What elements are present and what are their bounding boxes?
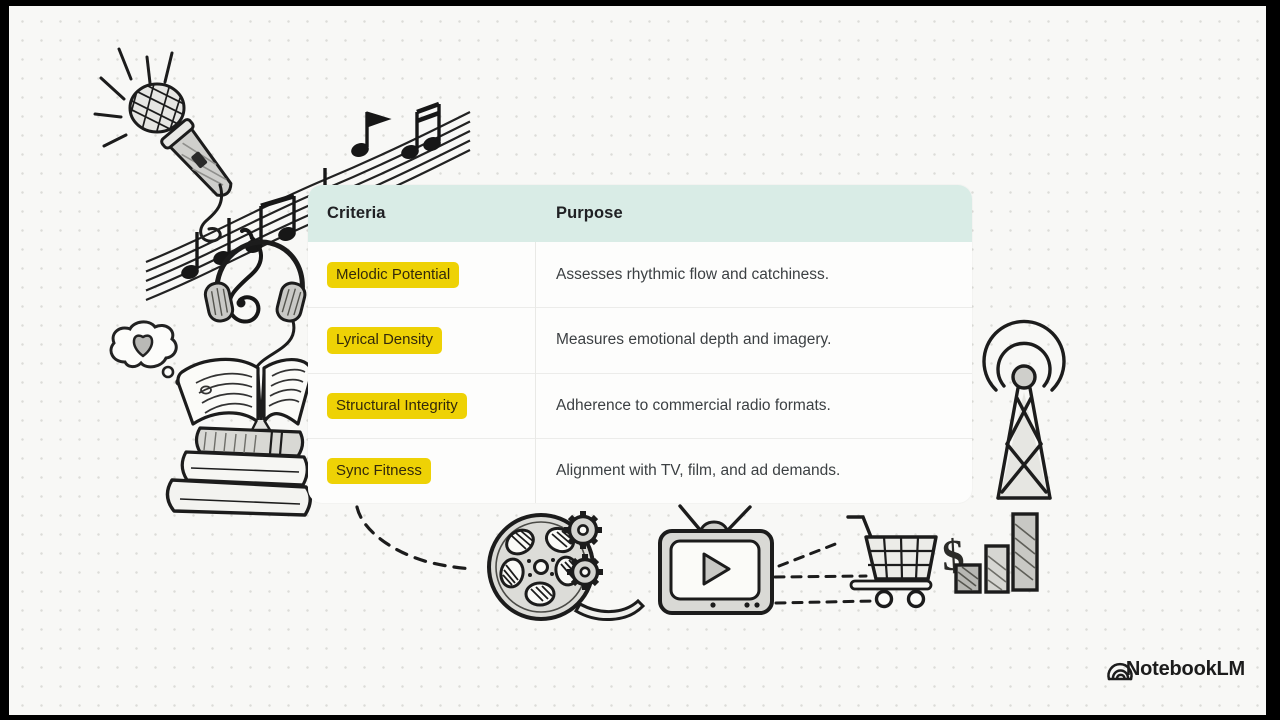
purpose-text: Assesses rhythmic flow and catchiness. [556,265,830,283]
table-header: Criteria Purpose [308,185,972,242]
table-body: Melodic Potential Assesses rhythmic flow… [308,242,972,503]
table-row: Sync Fitness Alignment with TV, film, an… [308,437,972,503]
column-header-purpose: Purpose [556,204,623,222]
criteria-chip: Melodic Potential [327,261,460,288]
purpose-text: Measures emotional depth and imagery. [556,331,832,349]
criteria-chip: Structural Integrity [327,392,467,419]
notebooklm-logo: NotebookLM [1126,658,1245,681]
criteria-chip: Sync Fitness [327,457,431,484]
column-header-criteria: Criteria [327,204,386,222]
table-row: Melodic Potential Assesses rhythmic flow… [308,242,972,307]
criteria-table: Criteria Purpose Melodic Potential Asses… [308,185,972,503]
purpose-text: Adherence to commercial radio formats. [556,396,831,414]
table-row: Structural Integrity Adherence to commer… [308,372,972,438]
table-row: Lyrical Density Measures emotional depth… [308,307,972,372]
purpose-text: Alignment with TV, film, and ad demands. [556,461,841,479]
criteria-chip: Lyrical Density [327,327,442,354]
logo-text: NotebookLM [1125,658,1245,680]
column-divider [535,242,536,503]
